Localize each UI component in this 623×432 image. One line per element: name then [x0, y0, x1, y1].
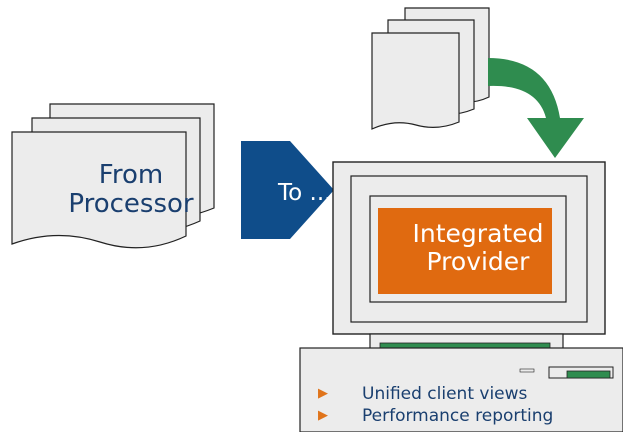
integrated-provider-label: Integrated Provider — [378, 220, 578, 276]
computer-monitor-icon — [299, 161, 623, 432]
bullet-text: Unified client views — [362, 384, 528, 404]
from-label-text: From Processor — [68, 160, 194, 220]
triangle-bullet-icon: ▶ — [318, 386, 328, 401]
to-label-text: To ... — [278, 180, 332, 206]
curved-arrow-icon — [488, 58, 584, 158]
bullet-list: ▶ Unified client views ▶ Performance rep… — [316, 383, 553, 427]
triangle-bullet-icon: ▶ — [318, 408, 328, 423]
bullet-text: Performance reporting — [362, 406, 554, 426]
bullet-item-performance-reporting: ▶ Performance reporting — [316, 405, 553, 427]
from-document-stack-icon — [11, 103, 215, 249]
to-label: To ... — [278, 180, 332, 207]
integrated-label-text: Integrated Provider — [412, 219, 544, 276]
from-processor-label: From Processor — [56, 160, 206, 220]
to-arrow-icon — [241, 141, 334, 239]
incoming-document-stack-icon — [371, 7, 490, 130]
bullet-item-unified-client-views: ▶ Unified client views — [316, 383, 553, 405]
